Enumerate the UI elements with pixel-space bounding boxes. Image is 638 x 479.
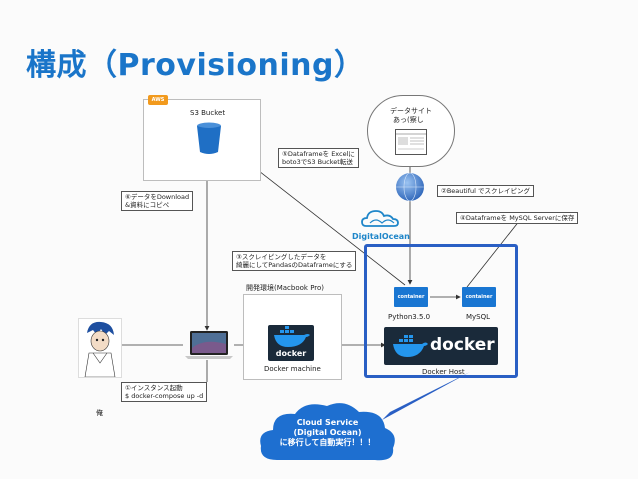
webpage-icon	[395, 129, 427, 155]
docker-machine-logo-text: docker	[275, 349, 307, 358]
note-step1: ①インスタンス起動$ docker-compose up -d	[121, 382, 208, 402]
person-label: 俺	[96, 409, 103, 417]
python-container: container	[394, 287, 428, 307]
mysql-container: container	[462, 287, 496, 307]
s3-bucket-icon	[197, 122, 221, 154]
docker-machine-logo: docker	[268, 325, 314, 361]
note-step6: ⑥データをDownload&資料にコピペ	[121, 191, 194, 211]
docker-host-whale-icon	[393, 335, 428, 357]
cloud-shape-icon	[260, 403, 395, 461]
note-step3: ③スクレイピングしたデータを綺麗にしてPandasのDataframeにする	[232, 251, 357, 271]
docker-host-highlight	[364, 244, 518, 378]
mysql-container-label: MySQL	[466, 313, 491, 321]
person-avatar	[78, 318, 122, 378]
aws-region: AWS S3 Bucket	[143, 95, 261, 181]
note4-line	[466, 219, 521, 288]
python-container-label: Python3.5.0	[388, 313, 431, 321]
dev-env-region: 開発環境(Macbook Pro) docker Docker machine	[243, 284, 342, 380]
page-title: 構成（Provisioning）	[26, 48, 365, 83]
docker-host-logo-text: docker	[430, 335, 495, 355]
digitalocean-logo-icon	[361, 210, 399, 227]
datasite-label-2: あっ(察し	[393, 116, 424, 124]
dev-env-label: 開発環境(Macbook Pro)	[246, 284, 325, 292]
digitalocean-label: DigitalOcean	[352, 232, 410, 241]
docker-whale-icon	[274, 326, 310, 347]
s3-bucket-label: S3 Bucket	[190, 109, 226, 117]
globe-icon	[396, 172, 424, 202]
laptop-icon	[185, 331, 233, 359]
note-step2: ②Beautiful でスクレイピング	[437, 185, 535, 197]
cloud-service-callout: Cloud Service (Digital Ocean) に移行して自動実行！…	[255, 398, 400, 468]
docker-host-label: Docker Host	[422, 368, 465, 376]
cloud-callout-pointer	[382, 372, 470, 420]
cloud-text: Cloud Service (Digital Ocean) に移行して自動実行！…	[279, 418, 376, 447]
docker-host-logo: docker	[384, 327, 498, 365]
datasite-cloud: データサイト あっ(察し	[367, 95, 455, 167]
datasite-label-1: データサイト	[390, 107, 432, 115]
person-illustration-icon	[84, 321, 116, 378]
note-step4: ④Dataframeを MySQL Serverに保存	[456, 212, 579, 224]
aws-badge: AWS	[148, 95, 168, 105]
docker-machine-label: Docker machine	[264, 365, 321, 373]
